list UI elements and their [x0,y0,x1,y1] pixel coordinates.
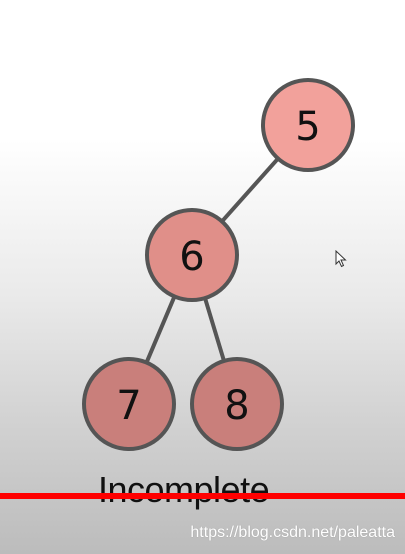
caption-incomplete: Incomplete [98,469,270,510]
tree-node-8: 8 [190,357,284,451]
tree-node-circle [261,78,355,172]
tree-node-label: 8 [224,383,249,429]
tree-edge-6-8 [203,297,226,362]
tree-nodes: 5 6 7 8 [82,78,355,451]
tree-node-7: 7 [82,357,176,451]
tree-edge-6-7 [144,295,177,364]
red-strike-line [0,493,405,499]
tree-node-5: 5 [261,78,355,172]
tree-node-circle [190,357,284,451]
tree-edges [144,157,280,364]
mouse-cursor-icon [335,250,347,268]
tree-node-circle [145,208,239,302]
tree-edge-5-6 [220,157,280,223]
tree-node-circle [82,357,176,451]
tree-node-label: 5 [295,104,320,150]
tree-node-label: 6 [179,234,204,280]
tree-node-6: 6 [145,208,239,302]
watermark-url: https://blog.csdn.net/paleatta [190,524,395,541]
tree-node-label: 7 [116,383,141,429]
